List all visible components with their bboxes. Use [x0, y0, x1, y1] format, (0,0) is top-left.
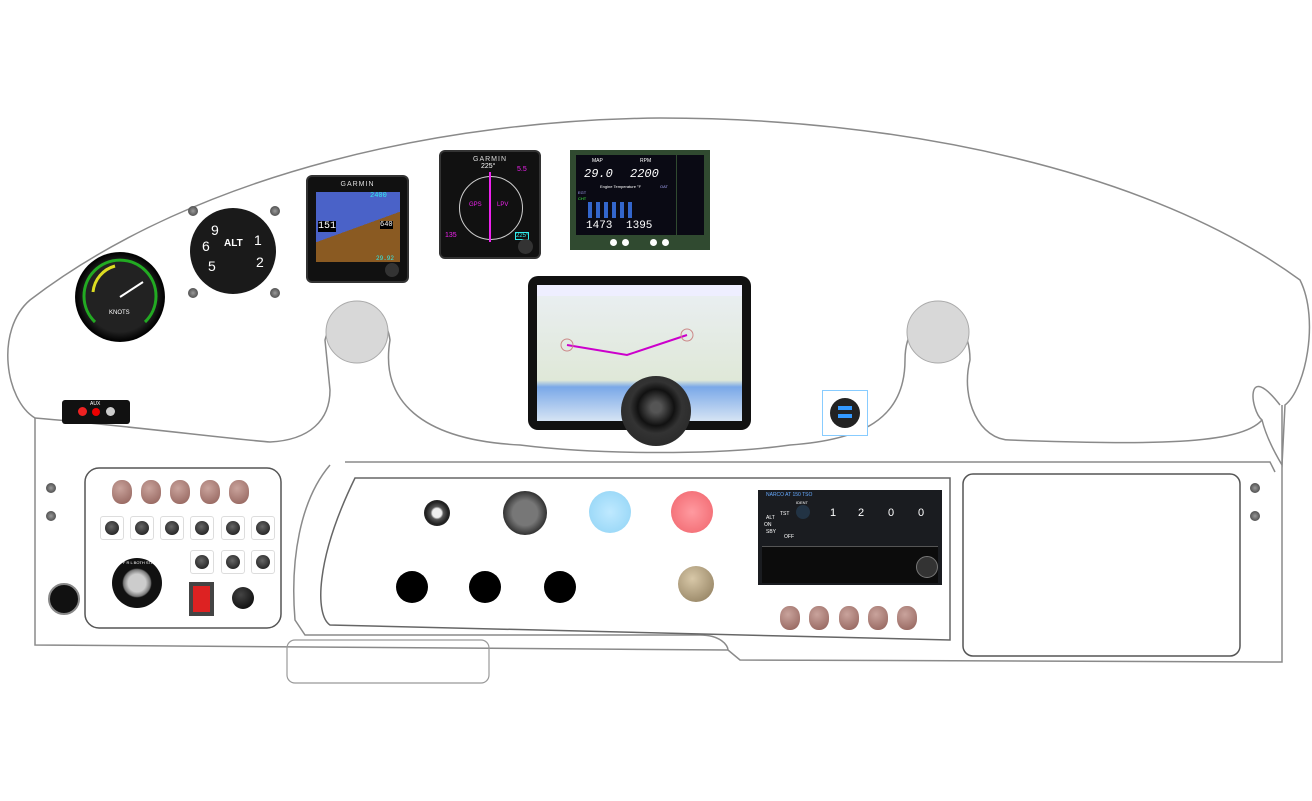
screw: [46, 483, 56, 493]
alt-digit: 1: [254, 232, 262, 248]
toggle-switch[interactable]: [190, 550, 214, 574]
alt-digit: 5: [208, 258, 216, 274]
ident-knob[interactable]: [796, 505, 810, 519]
hsi-knob[interactable]: [518, 239, 533, 254]
mode-label: TST: [780, 511, 790, 517]
attitude-display: GARMIN 151 2400 640 29.92: [308, 177, 407, 281]
small-push-button[interactable]: [424, 500, 450, 526]
master-rocker-switch[interactable]: [189, 582, 214, 616]
tan-knob[interactable]: [678, 566, 714, 602]
black-knob[interactable]: [544, 571, 576, 603]
ems-button[interactable]: [622, 239, 629, 246]
toggle-switch[interactable]: [160, 516, 184, 540]
red-push-button[interactable]: [671, 491, 713, 533]
aux-button[interactable]: [92, 408, 100, 416]
squawk-digit[interactable]: 1: [830, 507, 837, 519]
radio-knob[interactable]: [916, 556, 938, 578]
airspeed-indicator: KNOTS: [75, 252, 165, 342]
ems-right-total: 1395: [626, 220, 653, 232]
circuit-breaker[interactable]: [839, 606, 859, 630]
toggle-switch[interactable]: [221, 550, 245, 574]
adi-airspeed: 151: [318, 221, 337, 232]
ems-left-total: 1473: [586, 220, 613, 232]
hsi-bug: 135: [445, 232, 457, 239]
toggle-switch[interactable]: [190, 516, 214, 540]
dimmer-knob[interactable]: [232, 587, 254, 609]
aux-panel: AUX: [62, 400, 130, 424]
radio-unit: [762, 546, 938, 583]
circuit-breaker[interactable]: [229, 480, 249, 504]
aux-label: AUX: [90, 401, 101, 407]
screw: [1250, 483, 1260, 493]
map-label: MAP: [592, 158, 603, 164]
toggle-switch[interactable]: [100, 516, 124, 540]
hsi-gps: GPS: [469, 202, 482, 208]
circuit-breaker[interactable]: [868, 606, 888, 630]
mode-label: ALT: [766, 515, 775, 521]
ems-button[interactable]: [610, 239, 617, 246]
circuit-breaker[interactable]: [809, 606, 829, 630]
squawk-digit[interactable]: 0: [888, 507, 895, 519]
gray-push-button[interactable]: [503, 491, 547, 535]
blue-push-button[interactable]: [589, 491, 631, 533]
ident-button[interactable]: IDENT: [796, 500, 808, 505]
adi-altitude: 2400: [370, 192, 387, 200]
hsi-mode: LPV: [497, 202, 509, 208]
alt-digit: 2: [256, 254, 264, 270]
hsi-distance: 5.5: [517, 166, 527, 173]
usb-port[interactable]: [822, 390, 868, 436]
circuit-breaker[interactable]: [112, 480, 132, 504]
circuit-breaker[interactable]: [141, 480, 161, 504]
engine-monitor: MAP 29.0 RPM 2200 Engine Temperature °F …: [570, 150, 710, 250]
adi-knob[interactable]: [385, 263, 399, 277]
circuit-breaker[interactable]: [170, 480, 190, 504]
hsi-display: GARMIN 225° GPS LPV 5.5 135 225°: [441, 152, 539, 257]
ems-button[interactable]: [662, 239, 669, 246]
tablet[interactable]: [528, 276, 751, 430]
adi-baro: 29.92: [376, 255, 395, 262]
panel-jack[interactable]: [48, 583, 80, 615]
circuit-breaker[interactable]: [200, 480, 220, 504]
black-knob[interactable]: [469, 571, 501, 603]
transponder-brand: NARCO AT 150 TSO: [766, 492, 813, 498]
squawk-digit[interactable]: 2: [858, 507, 865, 519]
asi-label: KNOTS: [109, 310, 130, 316]
hsi-heading: 225°: [481, 163, 496, 170]
black-knob[interactable]: [396, 571, 428, 603]
alt-digit: 9: [211, 222, 219, 238]
hsi-brand: GARMIN: [473, 156, 507, 163]
rpm-label: RPM: [640, 158, 652, 164]
altimeter: ALT 9 1 2 5 6: [188, 206, 280, 298]
ems-section-title: Engine Temperature °F: [600, 184, 642, 189]
mode-label: SBY: [766, 529, 777, 535]
trackball[interactable]: [621, 376, 691, 446]
rpm-value: 2200: [630, 167, 659, 181]
toggle-switch[interactable]: [130, 516, 154, 540]
ems-oat: OAT: [660, 184, 668, 189]
ems-bars: [588, 202, 633, 218]
ems-egt: EGT: [578, 190, 587, 195]
circuit-breaker[interactable]: [897, 606, 917, 630]
mode-label: ON: [764, 522, 772, 528]
airspeed-arc-icon: [82, 258, 158, 324]
toggle-switch[interactable]: [251, 550, 275, 574]
mode-label: OFF: [784, 534, 794, 540]
ems-button[interactable]: [650, 239, 657, 246]
toggle-switch[interactable]: [251, 516, 275, 540]
alt-digit: 6: [202, 238, 210, 254]
circuit-breaker[interactable]: [780, 606, 800, 630]
altimeter-label: ALT: [224, 238, 243, 249]
toggle-switch[interactable]: [221, 516, 245, 540]
transponder: NARCO AT 150 TSO IDENT TST ALT ON SBY OF…: [758, 490, 942, 585]
ignition-label: OFF R L BOTH START: [117, 560, 159, 565]
route-line-icon: [560, 328, 694, 357]
ignition-switch[interactable]: OFF R L BOTH START: [112, 558, 162, 608]
adi-brand: GARMIN: [340, 181, 375, 188]
squawk-digit[interactable]: 0: [918, 507, 925, 519]
adi-alt-readout: 640: [380, 221, 393, 229]
map-value: 29.0: [584, 167, 613, 181]
screw: [1250, 511, 1260, 521]
ems-cht: CHT: [578, 196, 587, 201]
screw: [46, 511, 56, 521]
